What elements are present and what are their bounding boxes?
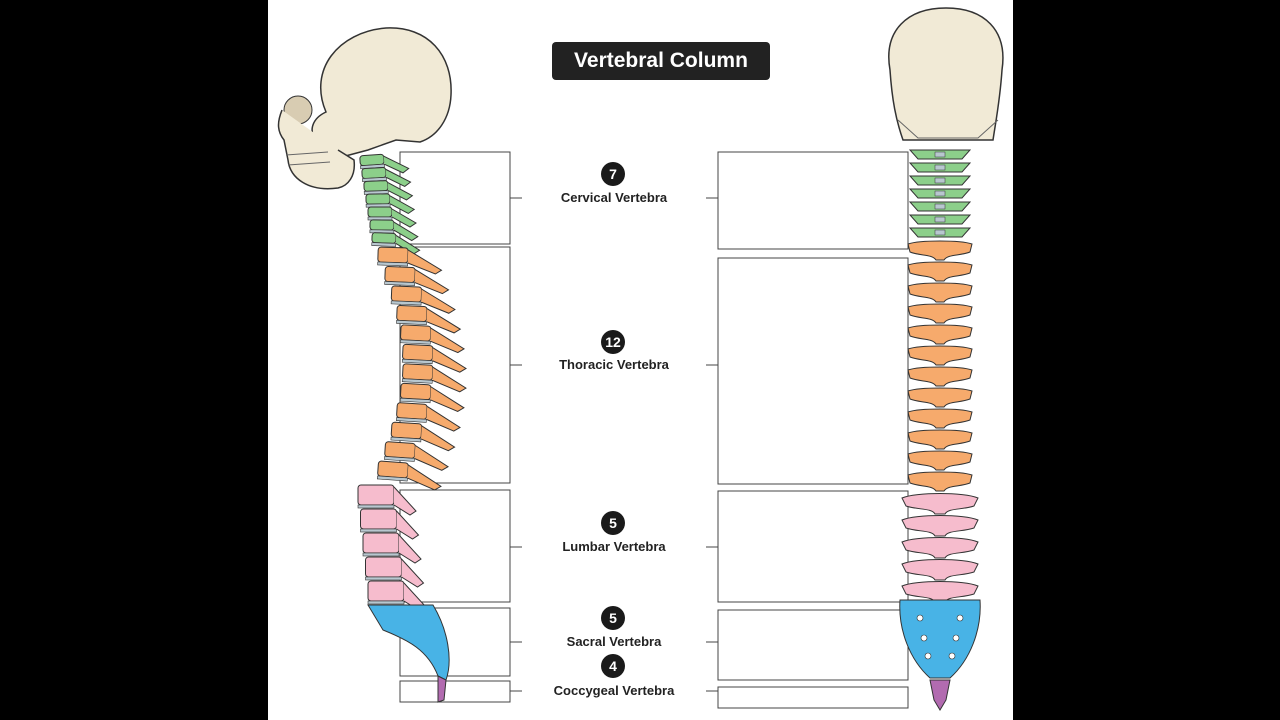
cervical-count-badge: 7 [601, 162, 625, 186]
side-vertebra-cervical [359, 153, 410, 174]
side-vertebra-thoracic [401, 363, 467, 393]
side-vertebra-thoracic [376, 460, 442, 491]
side-vertebra-cervical [369, 219, 419, 242]
back-sacrum [899, 599, 981, 679]
back-vertebra-lumbar [901, 493, 979, 515]
back-vertebra-thoracic [907, 240, 973, 261]
side-vertebra-thoracic [401, 343, 467, 373]
back-vertebra-thoracic [907, 366, 973, 387]
side-vertebra-thoracic [390, 421, 456, 452]
side-vertebra-lumbar [365, 556, 425, 588]
spine-diagram [277, 7, 1004, 711]
right-label-boxes [706, 151, 909, 709]
back-vertebra-cervical [908, 214, 972, 225]
side-skull [277, 27, 452, 190]
side-spine [357, 153, 467, 703]
coccygeal-label: Coccygeal Vertebra [553, 683, 675, 698]
back-spine [899, 149, 981, 711]
diagram-title: Vertebral Column [552, 42, 770, 80]
sacral-label: Sacral Vertebra [566, 634, 662, 649]
back-vertebra-cervical [908, 188, 972, 199]
back-vertebra-cervical [908, 175, 972, 186]
back-vertebra-lumbar [901, 515, 979, 537]
side-vertebra-thoracic [384, 441, 449, 471]
back-vertebra-thoracic [907, 261, 973, 282]
side-vertebra-thoracic [377, 246, 443, 275]
left-box-coccygeal [399, 680, 511, 703]
side-vertebra-cervical [365, 193, 416, 215]
back-vertebra-thoracic [907, 303, 973, 324]
sacral-count-badge: 5 [601, 606, 625, 630]
left-box-cervical [399, 151, 511, 245]
lumbar-count-badge: 5 [601, 511, 625, 535]
side-sacrum [367, 604, 450, 681]
right-box-lumbar [717, 490, 909, 603]
thoracic-label: Thoracic Vertebra [559, 357, 669, 372]
sacral-foramen [924, 652, 932, 660]
side-vertebra-lumbar [360, 508, 420, 540]
sacral-foramen [948, 652, 956, 660]
sacral-foramen [952, 634, 960, 642]
right-box-sacral [717, 609, 909, 681]
back-vertebra-thoracic [907, 324, 973, 345]
coccygeal-count-badge: 4 [601, 654, 625, 678]
diagram-frame: Vertebral Column 7 Cervical Vertebra 12 … [268, 0, 1013, 720]
side-vertebra-cervical [367, 206, 417, 228]
back-vertebra-thoracic [907, 450, 973, 471]
back-vertebra-cervical [908, 227, 972, 238]
back-vertebra-lumbar [901, 537, 979, 559]
sacral-foramen [956, 614, 964, 622]
side-vertebra-thoracic [399, 324, 466, 354]
back-coccyx [929, 679, 951, 711]
side-vertebra-thoracic [390, 285, 456, 314]
sacral-foramen [916, 614, 924, 622]
side-vertebra-thoracic [399, 382, 465, 412]
back-skull [888, 7, 1004, 141]
side-vertebra-cervical [363, 180, 414, 201]
side-vertebra-lumbar [357, 484, 417, 516]
cervical-label: Cervical Vertebra [560, 190, 668, 205]
back-vertebra-cervical [908, 201, 972, 212]
side-vertebra-thoracic [396, 304, 462, 334]
back-vertebra-thoracic [907, 408, 973, 429]
right-box-thoracic [717, 257, 909, 485]
back-vertebra-thoracic [907, 282, 973, 303]
side-vertebra-thoracic [395, 402, 461, 432]
right-box-cervical [717, 151, 909, 250]
sacral-foramen [920, 634, 928, 642]
back-vertebra-lumbar [901, 559, 979, 581]
side-vertebra-lumbar [362, 532, 422, 564]
back-vertebra-thoracic [907, 471, 973, 492]
back-vertebra-thoracic [907, 387, 973, 408]
back-vertebra-thoracic [907, 429, 973, 450]
back-vertebra-lumbar [901, 581, 979, 603]
lumbar-label: Lumbar Vertebra [562, 539, 666, 554]
thoracic-count-badge: 12 [601, 330, 625, 354]
back-vertebra-thoracic [907, 345, 973, 366]
side-vertebra-cervical [371, 232, 421, 255]
side-vertebra-thoracic [384, 266, 450, 295]
left-label-boxes [399, 151, 522, 703]
side-coccyx [437, 675, 447, 703]
back-vertebra-cervical [908, 162, 972, 173]
back-vertebra-cervical [908, 149, 972, 160]
right-box-coccygeal [717, 686, 909, 709]
